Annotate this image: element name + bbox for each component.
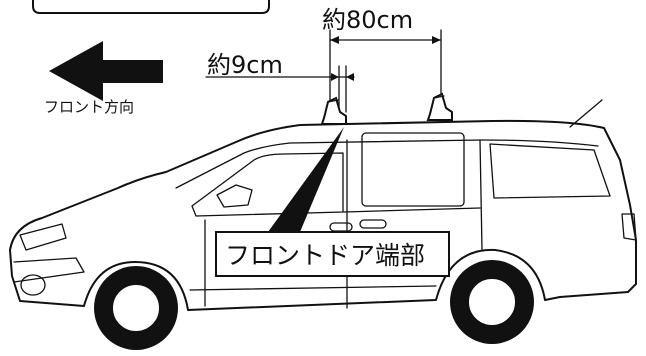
car-body <box>9 99 637 311</box>
rack-spacing-label: 約80cm <box>322 6 413 34</box>
reference-point-label: フロントドア端部 <box>225 241 425 270</box>
left-arrow-icon <box>49 41 163 101</box>
cropped-frame-box <box>32 0 270 14</box>
rear-wheel <box>450 260 534 344</box>
front-wheel <box>94 266 178 350</box>
roof-rack-foot-icon <box>426 92 453 121</box>
rack-spacing-dimension <box>329 29 442 111</box>
triangle-pointer-icon <box>268 127 344 232</box>
reference-point-callout-box <box>215 231 450 277</box>
front-offset-label: 約9cm <box>207 51 283 79</box>
front-offset-dimension <box>205 65 355 113</box>
direction-label: フロント方向 <box>44 98 134 116</box>
roof-rack-foot-icon <box>320 96 347 125</box>
